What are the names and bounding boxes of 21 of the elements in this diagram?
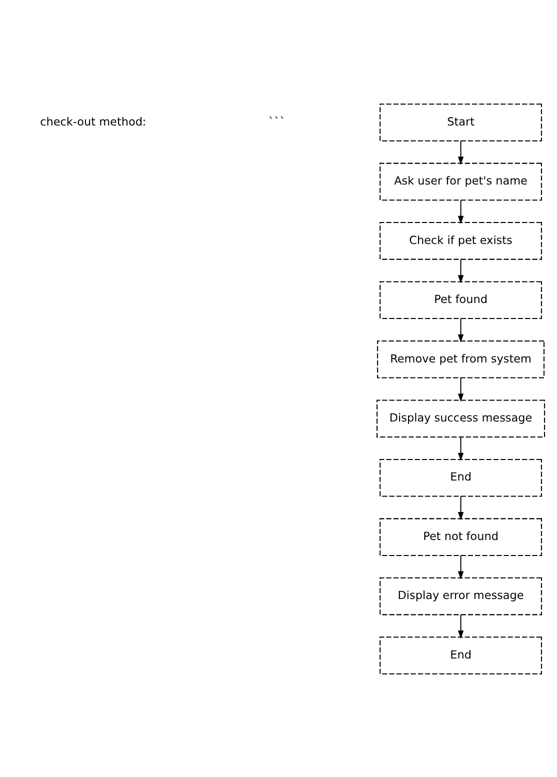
node-box: End <box>380 636 542 674</box>
label: check-out method: <box>40 114 146 128</box>
arrow <box>458 496 464 520</box>
label: ``` <box>268 114 286 128</box>
arrow <box>458 258 464 283</box>
arrow <box>458 140 464 164</box>
node-box: Display error message <box>380 576 542 615</box>
node-box: Ask user for pet's name <box>380 162 542 200</box>
node-box: Remove pet from system <box>377 340 545 378</box>
arrow <box>458 436 464 460</box>
node-box: End <box>380 458 542 496</box>
node-box: Pet not found <box>380 518 542 556</box>
arrow <box>458 200 464 224</box>
arrow <box>458 555 464 579</box>
arrow <box>458 318 464 342</box>
node-box: Display success message <box>376 399 546 437</box>
node-box: Check if pet exists <box>380 222 542 260</box>
arrow <box>458 614 464 638</box>
arrow <box>458 377 464 402</box>
node-box: Start <box>380 103 542 141</box>
node-box: Pet found <box>380 280 542 319</box>
